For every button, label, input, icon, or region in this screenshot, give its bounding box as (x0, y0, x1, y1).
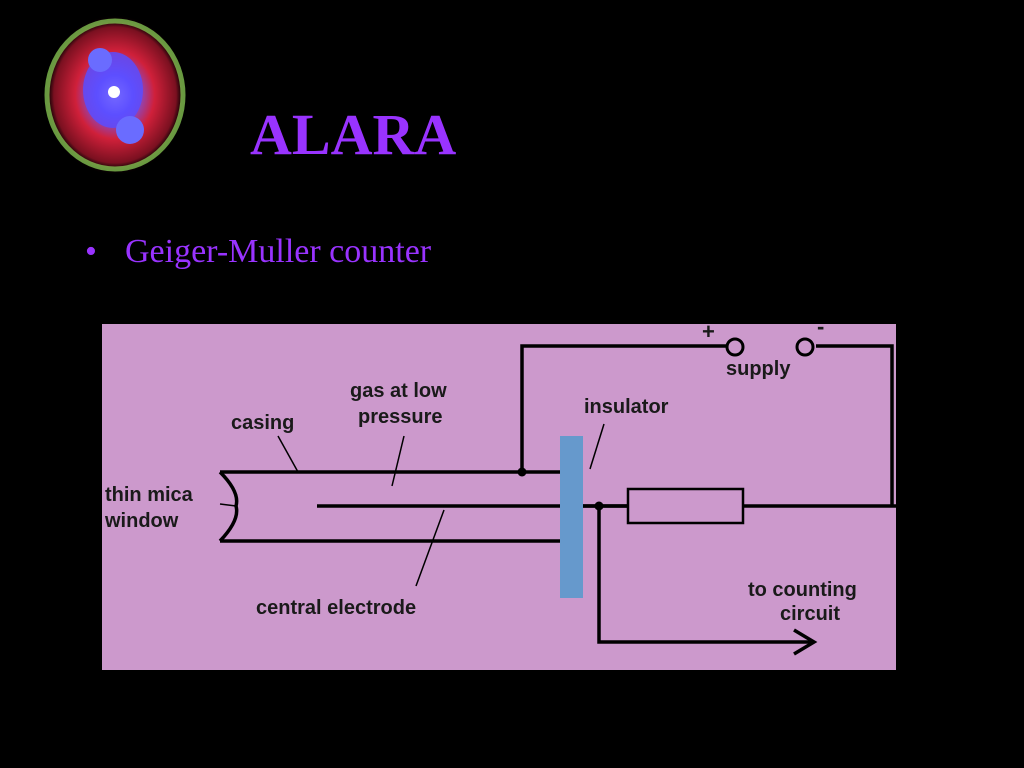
supply-negative-wire (816, 344, 894, 506)
counting-circuit-wire (597, 506, 814, 644)
bullet-list: • Geiger-Muller counter (85, 230, 431, 274)
bullet-item: • Geiger-Muller counter (85, 230, 431, 274)
label-gas-line2: pressure (358, 406, 443, 428)
insulator-leader (589, 423, 605, 470)
label-counting-line2: circuit (780, 603, 840, 625)
nebula-image-icon (43, 15, 187, 175)
label-mica-line1: thin mica (105, 484, 194, 506)
diagram-background (102, 324, 896, 670)
insulator-block (560, 436, 583, 598)
slide-title: ALARA (250, 102, 457, 167)
label-central-electrode: central electrode (256, 597, 416, 619)
label-minus: - (817, 324, 824, 339)
label-mica-line2: window (104, 510, 179, 532)
node-casing (517, 467, 527, 477)
terminal-negative-icon (795, 337, 815, 357)
supply-positive-wire (520, 344, 726, 472)
label-casing: casing (231, 412, 294, 434)
central-electrode-leader (415, 509, 445, 587)
label-counting-line1: to counting (748, 579, 857, 601)
label-plus: + (702, 324, 715, 344)
geiger-muller-diagram: + - supply gas at low pressure insulator… (102, 324, 896, 670)
casing-leader (277, 435, 299, 473)
arrow-head-icon (793, 628, 818, 656)
terminal-positive-icon (725, 337, 745, 357)
label-supply: supply (726, 358, 791, 380)
gas-leader (391, 435, 405, 487)
bullet-text: Geiger-Muller counter (125, 233, 432, 270)
label-insulator: insulator (584, 396, 669, 418)
label-gas-line1: gas at low (350, 380, 447, 402)
bullet-marker: • (85, 233, 97, 270)
mica-window-leader (219, 503, 237, 507)
